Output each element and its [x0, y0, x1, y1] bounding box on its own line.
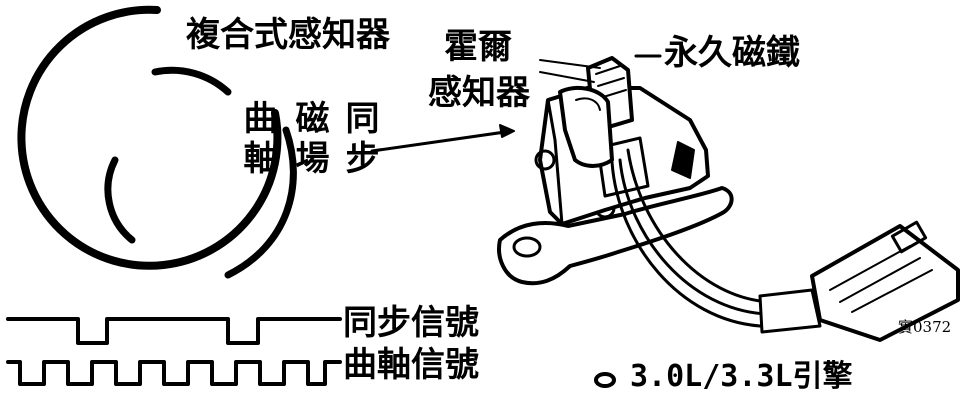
hall-sensor-label-line1: 霍爾	[444, 27, 512, 67]
wire-sleeve	[758, 288, 822, 334]
magnetic-field-label: 磁場	[289, 100, 329, 180]
figure-code: 實0372	[898, 318, 952, 336]
sync-signal-label: 同步信號	[343, 303, 479, 343]
body-window	[596, 136, 650, 198]
sync-ring-arc	[224, 126, 297, 279]
sync-signal-waveform	[6, 317, 342, 345]
hall-leader-line-1	[539, 59, 601, 69]
body-shading	[671, 141, 695, 179]
body-side-bolt	[534, 149, 556, 171]
wire-1	[626, 148, 814, 304]
wire-2	[618, 158, 820, 316]
composite-sensor-label: 複合式感知器	[186, 15, 390, 55]
crank-signal-waveform	[6, 360, 342, 386]
sensor-leader-line	[370, 129, 514, 153]
sensor-mounting-base	[497, 186, 734, 286]
connector-ribs	[829, 245, 933, 313]
connector-latch	[890, 220, 928, 254]
middle-ring	[151, 66, 232, 96]
sync-label: 同步	[339, 100, 379, 180]
wire-3	[610, 160, 822, 328]
wire-connector	[810, 224, 960, 342]
crankshaft-label: 曲軸	[237, 100, 277, 180]
sensor-leader-arrowhead	[499, 124, 515, 138]
crank-ring-arc	[104, 156, 136, 244]
ring-bullet-icon	[594, 372, 616, 388]
crank-signal-label: 曲軸信號	[343, 345, 479, 385]
hall-leader-line-2	[539, 71, 595, 83]
engine-caption: 3.0L/3.3L引擎	[630, 359, 853, 393]
outer-ring	[17, 5, 282, 270]
hall-detail	[575, 97, 601, 111]
permanent-magnet-label: 永久磁鐵	[664, 33, 800, 73]
hall-sensor-label-line2: 感知器	[428, 73, 530, 113]
base-mount-hole	[512, 236, 542, 258]
sensor-body-side	[546, 98, 564, 226]
